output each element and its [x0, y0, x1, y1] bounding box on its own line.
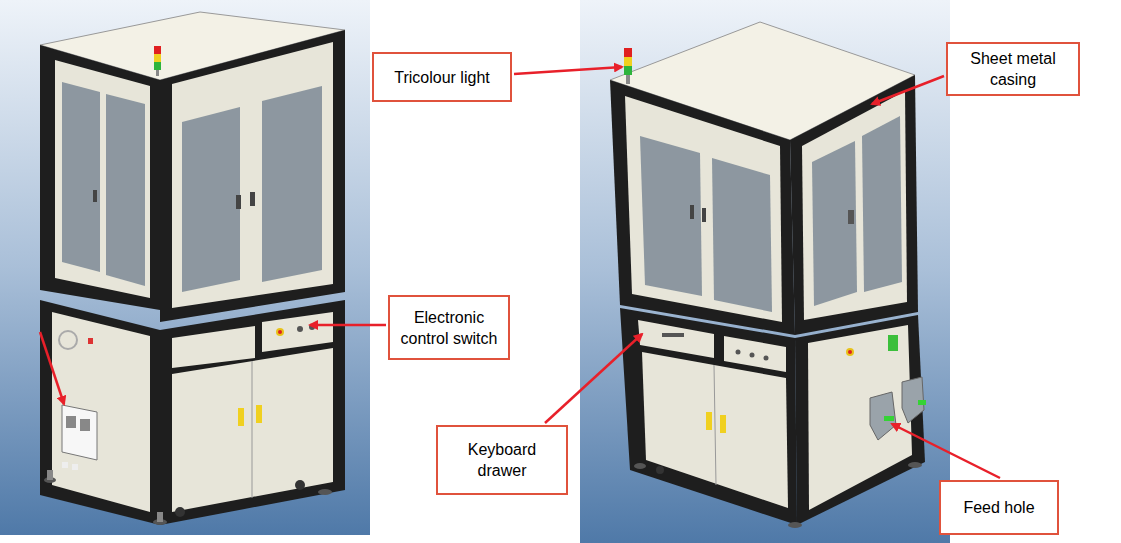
callout-box: Electronic control switch — [388, 295, 510, 360]
callout-box: Feed hole — [939, 480, 1059, 535]
left-cabinet — [40, 12, 345, 525]
callout-label: Feed hole — [963, 497, 1034, 518]
leader-lines — [310, 67, 1000, 478]
callout-box: Tricolour light — [372, 52, 512, 102]
callout-label: Sheet metal casing — [954, 48, 1072, 90]
right-cabinet — [610, 22, 926, 528]
render-background — [0, 0, 370, 535]
callout-box: Keyboard drawer — [436, 425, 568, 495]
callout-label: Electronic control switch — [396, 307, 502, 349]
callout-label: Keyboard drawer — [444, 439, 560, 481]
callout-label: Tricolour light — [394, 67, 489, 88]
render-background — [580, 0, 950, 543]
callout-box: Sheet metal casing — [946, 42, 1080, 96]
